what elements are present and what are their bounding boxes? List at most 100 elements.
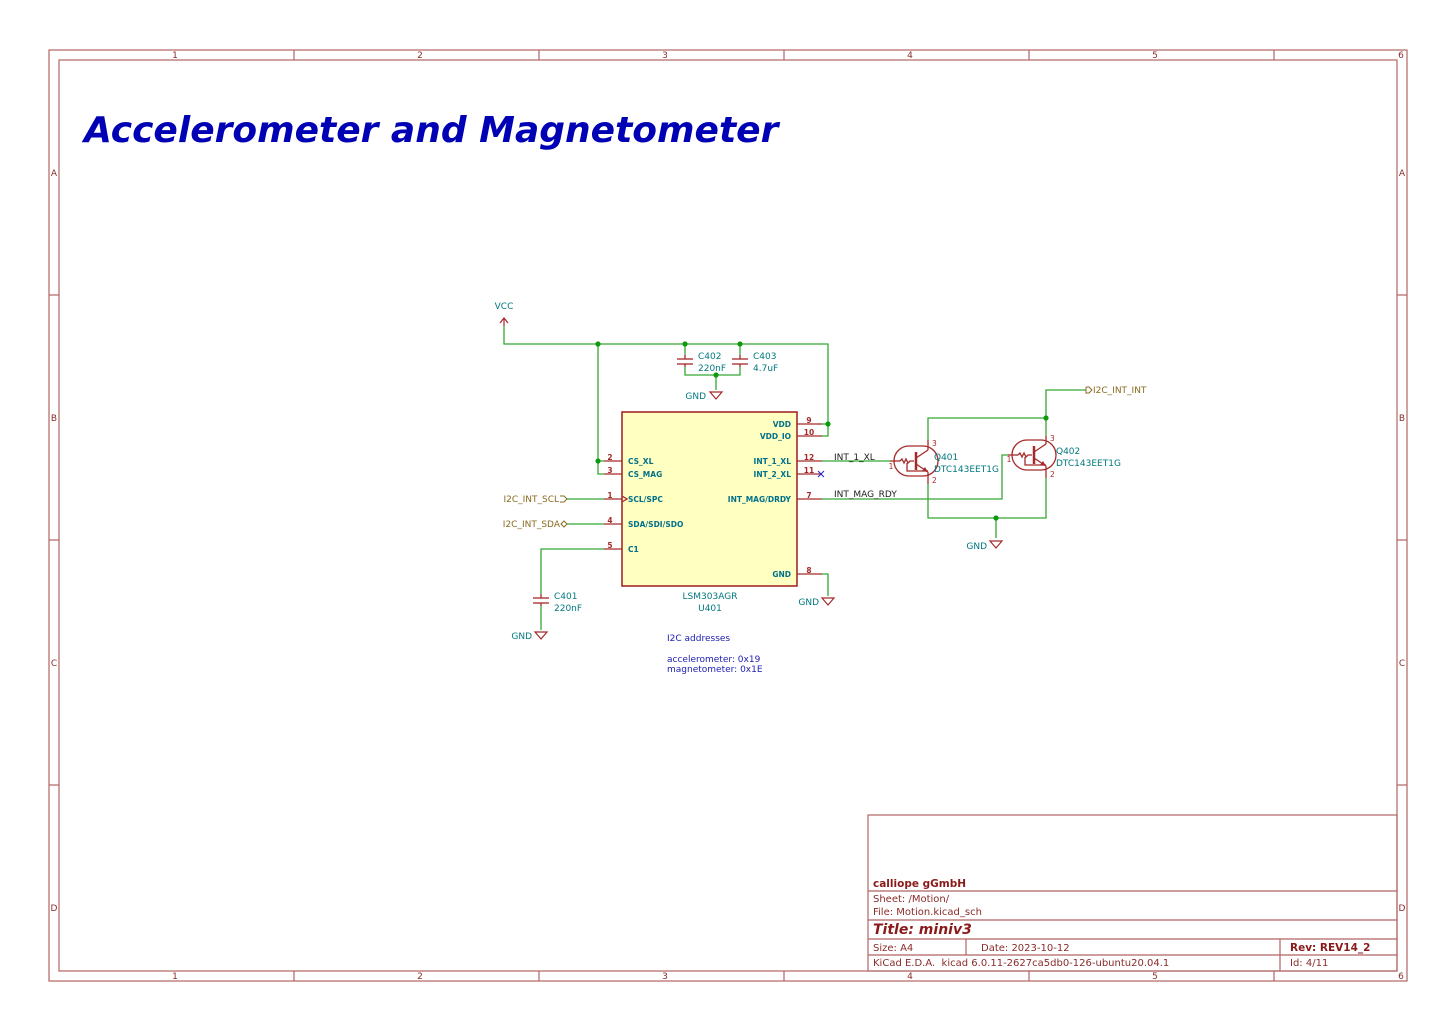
- transistor-q402[interactable]: 1 2 3 Q402 DTC143EET1G: [1007, 434, 1121, 479]
- pin-number: 4: [607, 516, 612, 525]
- col-label-top: 6: [1398, 51, 1404, 61]
- c403-ref: C403: [753, 352, 776, 362]
- tb-tool: KiCad E.D.A. kicad 6.0.11-2627ca5db0-126…: [873, 958, 1169, 969]
- u401-ref: U401: [698, 604, 722, 614]
- c403-value: 4.7uF: [753, 364, 778, 374]
- vcc-label: VCC: [495, 302, 514, 312]
- gnd-symbol-c401: GND: [511, 631, 549, 642]
- global-label-sda[interactable]: I2C_INT_SDA: [503, 520, 568, 530]
- ic-u401[interactable]: 2 3 1 4 5 CS_XL CS_MAG SCL/SPC SDA/SDI/S…: [604, 411, 825, 614]
- note-accel-address: accelerometer: 0x19: [667, 655, 761, 665]
- pin-name: INT_1_XL: [754, 457, 792, 466]
- transistor-q401[interactable]: 1 2 3 Q401 DTC143EET1G: [889, 439, 999, 485]
- q402-ref: Q402: [1056, 447, 1080, 457]
- col-label-bottom: 3: [662, 972, 668, 982]
- pin-number: 3: [1050, 434, 1055, 443]
- junction-dot: [595, 341, 601, 347]
- col-label-top: 1: [172, 51, 178, 61]
- tb-size: Size: A4: [873, 943, 913, 954]
- tb-sheet: Sheet: /Motion/: [873, 894, 950, 905]
- row-label-right: C: [1399, 659, 1405, 669]
- net-label-int1: INT_1_XL: [834, 453, 875, 463]
- junction-dot: [713, 372, 719, 378]
- col-label-bottom: 6: [1398, 972, 1404, 982]
- u401-value: LSM303AGR: [683, 592, 738, 602]
- global-label-scl-text: I2C_INT_SCL: [503, 495, 559, 505]
- pin-number: 9: [806, 416, 811, 425]
- capacitor-c402[interactable]: C402 220nF: [677, 352, 726, 374]
- c402-ref: C402: [698, 352, 721, 362]
- row-label-left: B: [51, 414, 57, 424]
- pin-number: 7: [806, 491, 811, 500]
- q401-value: DTC143EET1G: [934, 465, 999, 475]
- vcc-symbol: VCC: [495, 302, 514, 326]
- gnd-label: GND: [685, 392, 706, 402]
- tb-rev: Rev: REV14_2: [1290, 942, 1370, 954]
- gnd-symbol-u401: GND: [798, 597, 836, 608]
- wires: [503, 326, 1086, 630]
- pin-number: 10: [804, 428, 814, 437]
- tb-title: Title: miniv3: [873, 922, 972, 938]
- row-label-left: D: [51, 904, 58, 914]
- tb-id: Id: 4/11: [1290, 958, 1328, 969]
- row-label-left: C: [51, 659, 57, 669]
- capacitor-c403[interactable]: C403 4.7uF: [732, 352, 778, 374]
- global-label-int[interactable]: I2C_INT_INT: [1085, 386, 1147, 396]
- col-label-top: 2: [417, 51, 423, 61]
- sheet-title: Accelerometer and Magnetometer: [81, 110, 781, 151]
- row-label-right: D: [1399, 904, 1406, 914]
- gnd-symbol-c402: GND: [685, 391, 724, 402]
- pin-name: VDD_IO: [760, 432, 791, 441]
- global-label-sda-text: I2C_INT_SDA: [503, 520, 561, 530]
- gnd-symbol-transistors: GND: [966, 540, 1004, 552]
- capacitor-c401[interactable]: C401 220nF: [533, 592, 582, 614]
- junction-dot: [993, 515, 999, 521]
- col-label-top: 5: [1152, 51, 1158, 61]
- c402-value: 220nF: [698, 364, 726, 374]
- pin-name: SCL/SPC: [628, 495, 663, 504]
- pin-number: 5: [607, 541, 612, 550]
- pin-name: CS_XL: [628, 457, 654, 466]
- junctions: [595, 341, 1049, 521]
- junction-dot: [737, 341, 743, 347]
- tb-company: calliope gGmbH: [873, 878, 966, 890]
- col-label-bottom: 1: [172, 972, 178, 982]
- global-label-scl[interactable]: I2C_INT_SCL: [503, 495, 568, 505]
- gnd-label: GND: [798, 598, 819, 608]
- clock-input-icon: [621, 495, 629, 503]
- note-mag-address: magnetometer: 0x1E: [667, 665, 763, 675]
- pin-number: 1: [607, 491, 612, 500]
- global-label-int-text: I2C_INT_INT: [1093, 386, 1147, 396]
- pin-name: C1: [628, 545, 639, 554]
- pin-name: INT_MAG/DRDY: [728, 495, 792, 504]
- pin-number: 11: [804, 466, 814, 475]
- inner-border: [58, 59, 1398, 972]
- pin-number: 1: [889, 462, 894, 471]
- pin-name: INT_2_XL: [754, 470, 792, 479]
- u401-body[interactable]: [621, 411, 798, 587]
- pin-number: 1: [1007, 455, 1012, 464]
- note-i2c-heading: I2C addresses: [667, 634, 730, 644]
- c401-value: 220nF: [554, 604, 582, 614]
- junction-dot: [595, 458, 601, 464]
- outer-border: [48, 49, 1408, 982]
- q401-ref: Q401: [934, 453, 958, 463]
- tb-file: File: Motion.kicad_sch: [873, 907, 982, 918]
- net-label-intmag: INT_MAG_RDY: [834, 490, 897, 500]
- junction-dot: [1043, 415, 1049, 421]
- pin-name: CS_MAG: [628, 470, 662, 479]
- col-label-top: 4: [907, 51, 913, 61]
- pin-name: SDA/SDI/SDO: [628, 520, 683, 529]
- pin-number: 2: [932, 476, 937, 485]
- drawing-frame: 1 2 3 4 5 6 1 2 3 4 5 6 A B C D A B C D: [48, 49, 1408, 982]
- pin-name: GND: [772, 570, 791, 579]
- junction-dot: [682, 341, 688, 347]
- col-label-bottom: 5: [1152, 972, 1158, 982]
- gnd-label: GND: [966, 542, 987, 552]
- pin-number: 8: [806, 566, 811, 575]
- tb-date: Date: 2023-10-12: [981, 943, 1070, 954]
- row-label-right: B: [1399, 414, 1405, 424]
- row-label-right: A: [1399, 169, 1406, 179]
- row-label-left: A: [51, 169, 58, 179]
- pin-name: VDD: [773, 420, 791, 429]
